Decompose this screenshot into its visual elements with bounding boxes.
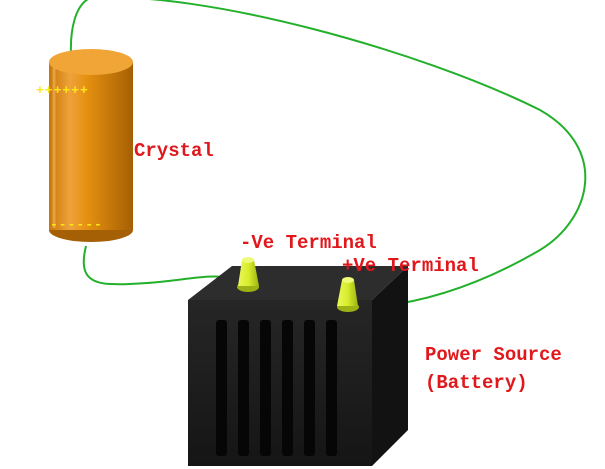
negative-terminal [237,257,259,292]
positive-terminal [337,277,359,312]
battery-front-face [188,300,372,466]
battery-label-line2: (Battery) [425,372,528,394]
battery-side-face [372,266,408,466]
positive-terminal-label: +Ve Terminal [342,255,479,277]
crystal-negative-marks: ------ [50,217,103,232]
crystal-positive-marks: ++++++ [36,83,89,98]
battery [188,266,408,466]
battery-vent-slots [216,320,337,456]
battery-label-line1: Power Source [425,344,562,366]
negative-terminal-label: -Ve Terminal [240,232,377,254]
wire-crystal-to-positive-terminal [69,0,587,309]
crystal-cylinder [49,49,133,242]
crystal-top-face [49,49,133,75]
crystal-label: Crystal [134,140,214,162]
